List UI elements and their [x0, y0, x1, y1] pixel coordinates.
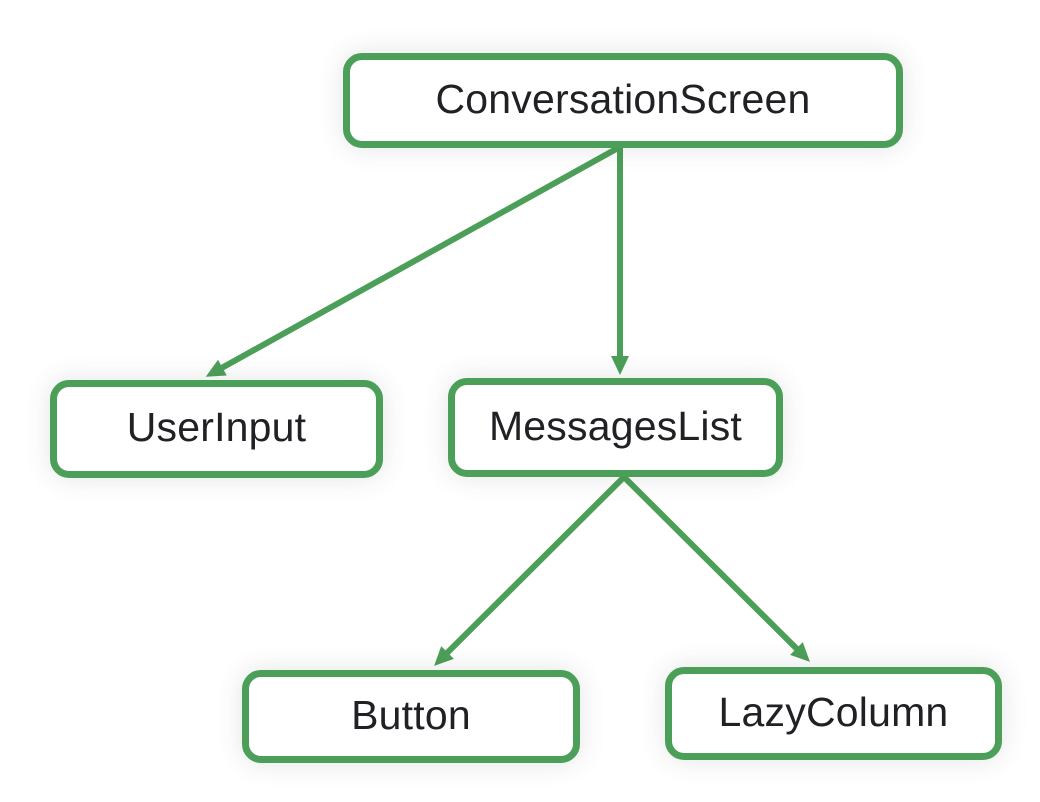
edge-messageslist-to-lazycolumn-arrow	[621, 474, 810, 662]
node-label-button: Button	[351, 691, 471, 738]
node-messages-list: MessagesList	[448, 378, 783, 477]
node-conversation-screen: ConversationScreen	[343, 53, 903, 148]
node-user-input: UserInput	[50, 380, 383, 478]
node-label-messages-list: MessagesList	[488, 402, 743, 449]
node-label-user-input: UserInput	[126, 404, 307, 450]
node-button: Button	[242, 670, 580, 763]
edge-messageslist-to-button-arrow	[434, 474, 627, 666]
node-label-conversation-screen: ConversationScreen	[435, 75, 811, 122]
edge-conversationscreen-to-userinput-arrow	[205, 145, 621, 377]
node-label-lazy-column: LazyColumn	[718, 688, 949, 735]
node-lazy-column: LazyColumn	[665, 667, 1002, 760]
